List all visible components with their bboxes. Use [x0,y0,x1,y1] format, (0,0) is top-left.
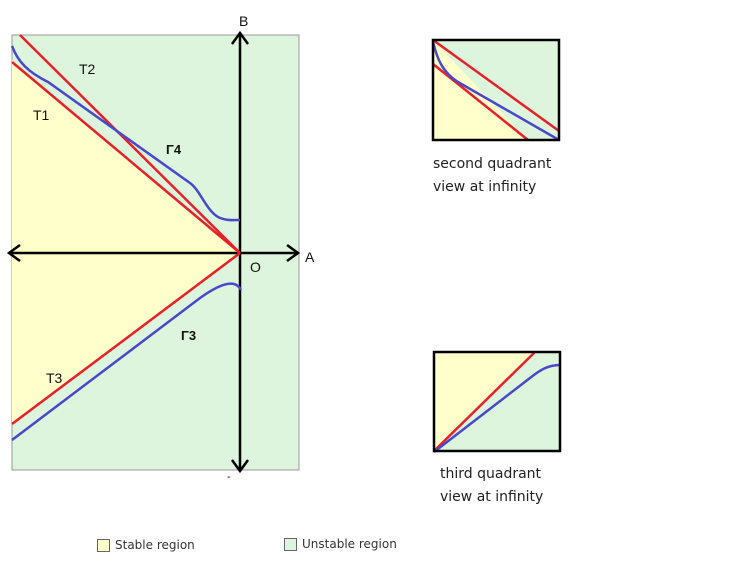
sq-red-line-upper [432,38,560,133]
gamma4-curve [10,45,241,222]
t1-line [11,61,241,254]
second-quadrant-caption-line1: second quadrant [433,156,552,172]
a-axis-label: A [305,249,315,265]
stable-label: Stable region [115,538,195,552]
gamma3-curve [11,282,243,441]
t2-line [19,34,241,254]
tq-frame [432,350,562,453]
b-axis-arrow-bottom [230,459,250,474]
a-axis-arrow-left [6,243,21,263]
stable-swatch [97,538,110,552]
gamma4-label: Γ4 [166,142,182,157]
sq-stable-region [433,40,528,140]
legend-stable: Stable region [97,538,195,552]
b-axis-arrow-top [230,30,250,45]
third-quadrant-caption-line1: third quadrant [440,466,542,482]
unstable-label: Unstable region [302,537,397,551]
sq-frame [431,38,561,142]
second-quadrant-caption: second quadrant view at infinity [433,153,551,199]
a-axis-arrow-right [286,243,301,263]
tq-red-line [433,351,536,452]
bottom-tick-label: - [227,471,231,483]
t3-line [11,252,241,425]
unstable-swatch [284,537,297,551]
t2-label: T2 [79,61,96,77]
gamma3-label: Γ3 [181,328,196,343]
third-quadrant-caption: third quadrant view at infinity [440,463,543,509]
third-quadrant-caption-line2: view at infinity [440,489,544,505]
sq-blue-curve [431,41,560,142]
sq-red-line-lower [432,63,529,141]
legend-unstable: Unstable region [284,537,397,551]
second-quadrant-inset [431,38,561,142]
third-quadrant-inset [432,350,562,453]
t1-label: T1 [33,107,50,123]
origin-label: O [250,259,261,275]
tq-blue-curve [433,363,561,453]
b-axis-label: B [239,13,248,29]
t3-label: T3 [46,370,63,386]
second-quadrant-caption-line2: view at infinity [433,179,537,195]
